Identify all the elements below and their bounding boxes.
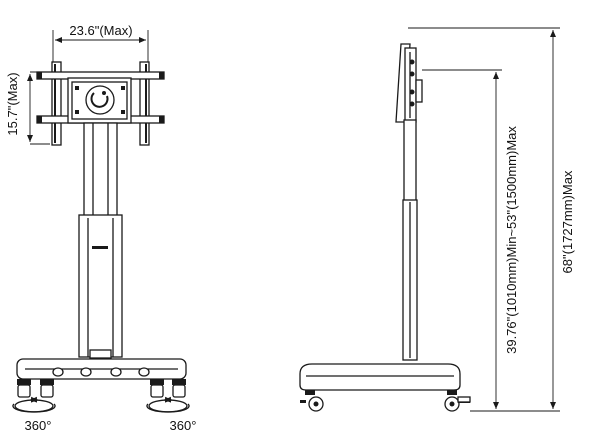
rotation-indicator-left: 360° [12, 396, 56, 433]
width-label: 23.6"(Max) [69, 23, 132, 38]
total-height-label: 68"(1727mm)Max [560, 170, 575, 273]
width-dimension: 23.6"(Max) [52, 23, 149, 62]
height-range-label: 39.76"(1010mm)Min~53"(1500mm)Max [504, 126, 519, 354]
side-view: 39.76"(1010mm)Min~53"(1500mm)Max 68"(172… [299, 27, 575, 412]
front-base [16, 358, 187, 380]
rotation-right-label: 360° [170, 418, 197, 433]
adjustable-height-dimension: 39.76"(1010mm)Min~53"(1500mm)Max [422, 69, 560, 412]
front-view: 23.6"(Max) 15.7"(Max) [5, 23, 196, 433]
front-column [78, 122, 123, 359]
side-base [299, 363, 461, 391]
vesa-bracket [36, 61, 165, 146]
height-label: 15.7"(Max) [5, 72, 20, 135]
rotation-indicator-right: 360° [146, 396, 197, 433]
side-casters [300, 390, 471, 412]
side-column [402, 119, 418, 361]
front-casters [17, 379, 186, 398]
rotation-left-label: 360° [25, 418, 52, 433]
side-mount-plate [395, 43, 423, 123]
total-height-dimension: 68"(1727mm)Max [408, 27, 575, 409]
height-dimension: 15.7"(Max) [5, 71, 50, 145]
